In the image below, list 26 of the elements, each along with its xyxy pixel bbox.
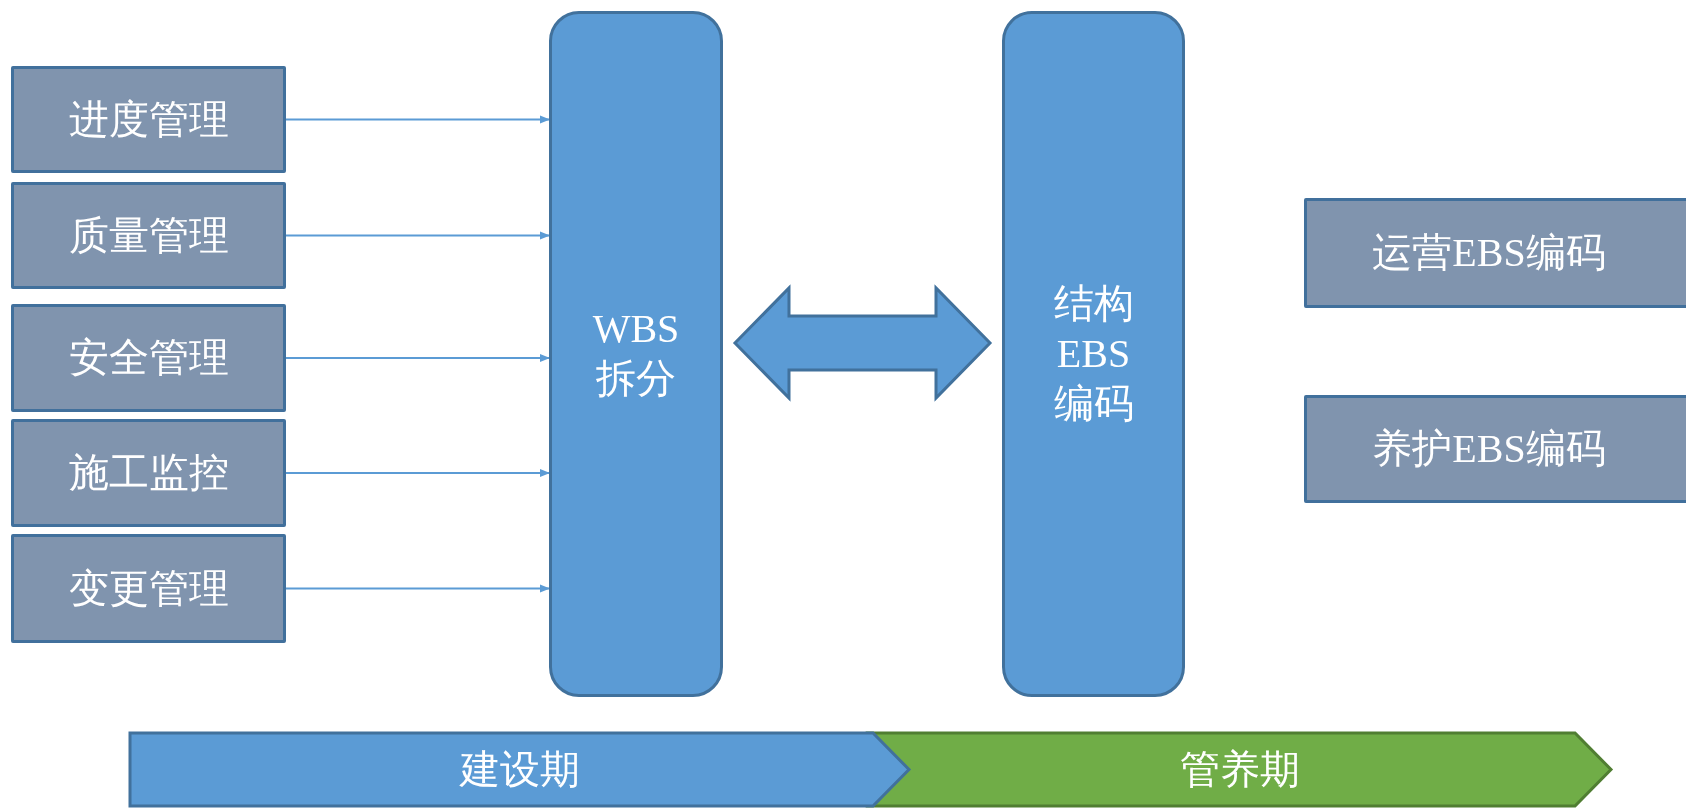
node-label: 变更管理 xyxy=(68,564,229,613)
arrow xyxy=(285,115,550,124)
process-box xyxy=(1304,198,1686,308)
process-box xyxy=(1304,395,1686,503)
process-box xyxy=(11,182,286,289)
process-box xyxy=(11,419,286,527)
node-label: 进度管理 xyxy=(68,95,229,144)
node-label: 管养期 xyxy=(1180,745,1300,794)
arrow xyxy=(285,231,550,240)
process-column xyxy=(1002,11,1185,697)
node-label: WBS拆分 xyxy=(591,305,681,403)
process-box xyxy=(11,534,286,643)
node-label: 养护EBS编码 xyxy=(1372,425,1606,473)
node-label: 安全管理 xyxy=(68,334,229,382)
process-box xyxy=(11,66,286,173)
process-box xyxy=(11,304,286,412)
arrow xyxy=(285,584,550,593)
node-label: 建设期 xyxy=(459,745,580,794)
double-block-arrow xyxy=(732,284,993,402)
node-label: 运营EBS编码 xyxy=(1372,229,1606,277)
node-label: 结构EBS编码 xyxy=(1052,280,1135,428)
arrow xyxy=(285,469,550,477)
node-label: 质量管理 xyxy=(68,211,229,260)
process-column xyxy=(549,11,723,697)
arrow xyxy=(285,354,550,362)
node-label: 施工监控 xyxy=(68,449,229,497)
